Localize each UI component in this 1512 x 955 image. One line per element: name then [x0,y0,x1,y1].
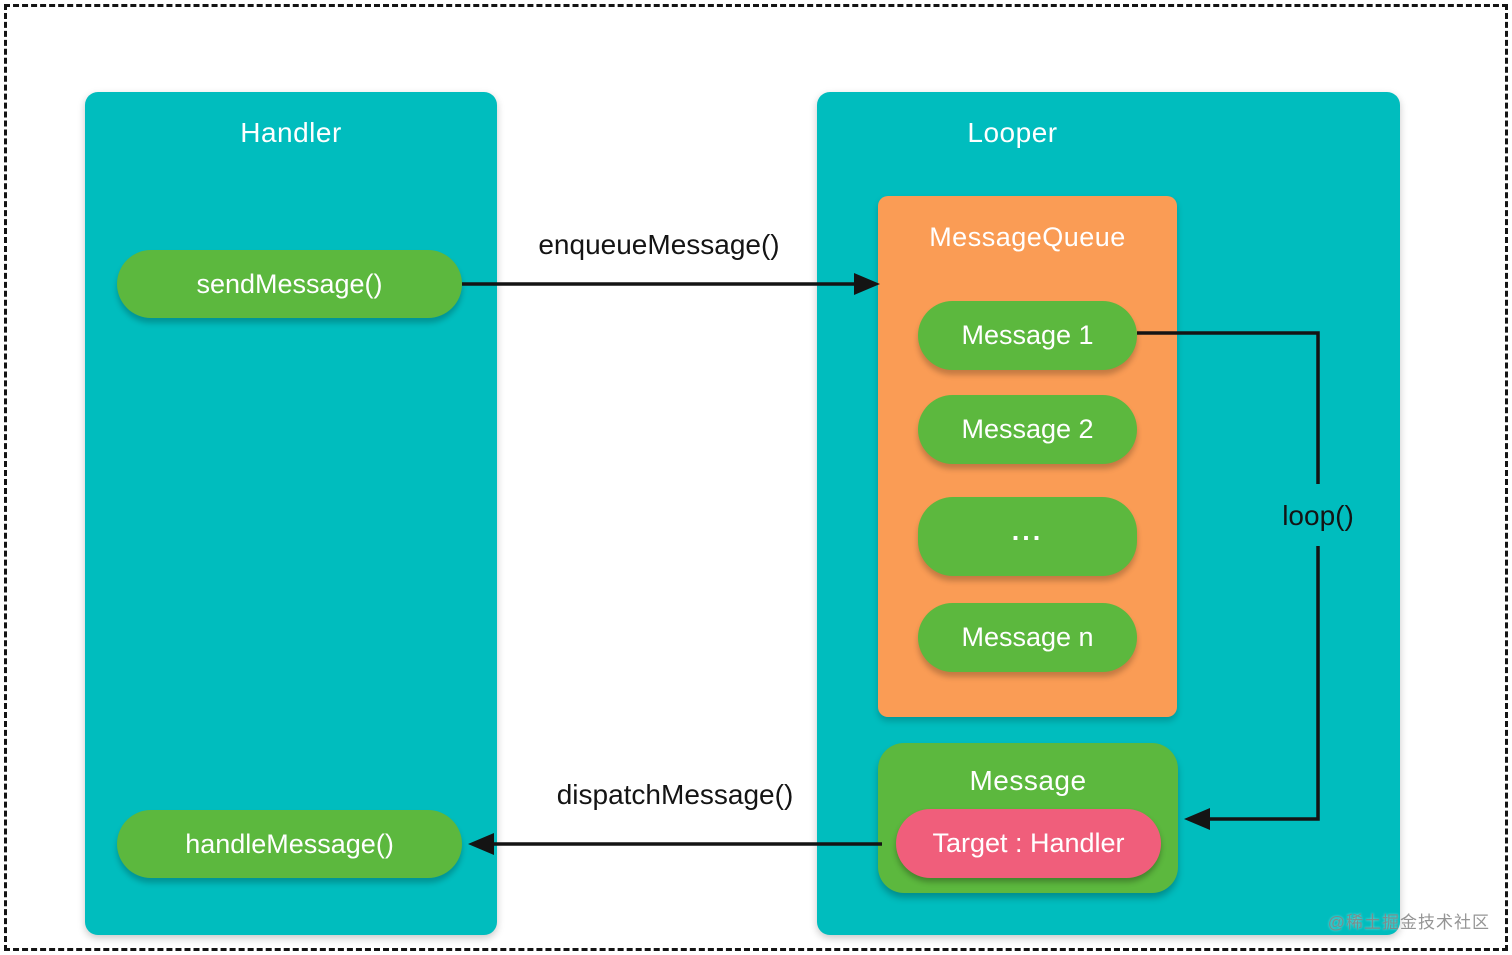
queue-item-ellipsis: ... [918,497,1137,576]
handler-box [85,92,497,935]
send-message-pill: sendMessage() [117,250,462,318]
queue-item-message-2: Message 2 [918,395,1137,464]
message-box-title: Message [969,765,1087,796]
queue-item-message-1: Message 1 [918,301,1137,370]
message-queue-title: MessageQueue [929,222,1126,252]
target-handler-pill: Target : Handler [896,809,1161,878]
dispatch-message-label: dispatchMessage() [556,779,794,810]
queue-item-message-n: Message n [918,603,1137,672]
loop-label: loop() [1282,500,1354,531]
handler-box-title: Handler [240,117,342,148]
enqueue-message-label: enqueueMessage() [538,229,780,260]
watermark-text: @稀土掘金技术社区 [1327,913,1490,932]
handle-message-pill: handleMessage() [117,810,462,878]
looper-box-title: Looper [967,117,1058,148]
